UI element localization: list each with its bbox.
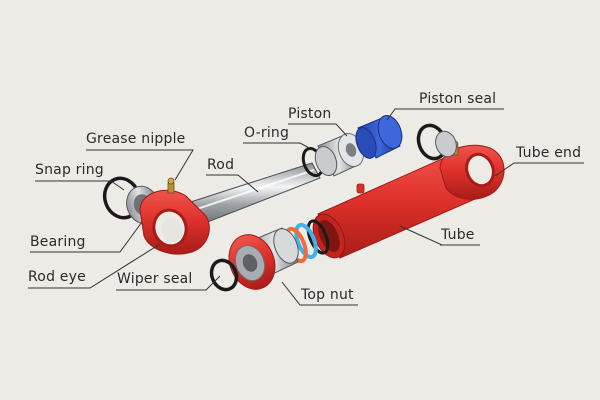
label-wiper-seal: Wiper seal (117, 271, 193, 287)
label-tube-end: Tube end (516, 145, 582, 161)
leader-grease-nipple (86, 149, 194, 181)
label-piston: Piston (288, 106, 332, 122)
leader-rod (206, 174, 259, 193)
leader-bearing (30, 221, 143, 253)
top-nut (228, 227, 299, 290)
label-snap-ring: Snap ring (35, 162, 104, 178)
tube-seal-rings (284, 219, 330, 264)
leader-top-nut (281, 281, 358, 306)
leader-tube-end (494, 162, 584, 177)
leader-piston (288, 123, 348, 137)
leader-tube (399, 225, 480, 246)
grease-nipple (167, 177, 175, 194)
label-grease-nipple: Grease nipple (86, 131, 186, 147)
piston-seal (355, 115, 403, 159)
rod-eye (139, 189, 210, 255)
leader-o-ring (243, 142, 314, 151)
leader-lines (28, 108, 584, 306)
label-piston-seal: Piston seal (419, 91, 497, 107)
label-rod: Rod (207, 157, 235, 173)
wiper-seal (209, 258, 239, 292)
leader-snap-ring (35, 180, 125, 191)
snap-ring-right (416, 123, 457, 161)
label-bearing: Bearing (30, 234, 86, 250)
label-top-nut: Top nut (301, 287, 354, 303)
leader-rod-eye (28, 243, 161, 289)
piston (314, 133, 365, 177)
label-o-ring: O-ring (244, 125, 290, 141)
leader-piston-seal (386, 108, 504, 121)
label-rod-eye: Rod eye (28, 269, 86, 285)
label-tube: Tube (441, 227, 475, 243)
leader-wiper-seal (116, 275, 221, 291)
